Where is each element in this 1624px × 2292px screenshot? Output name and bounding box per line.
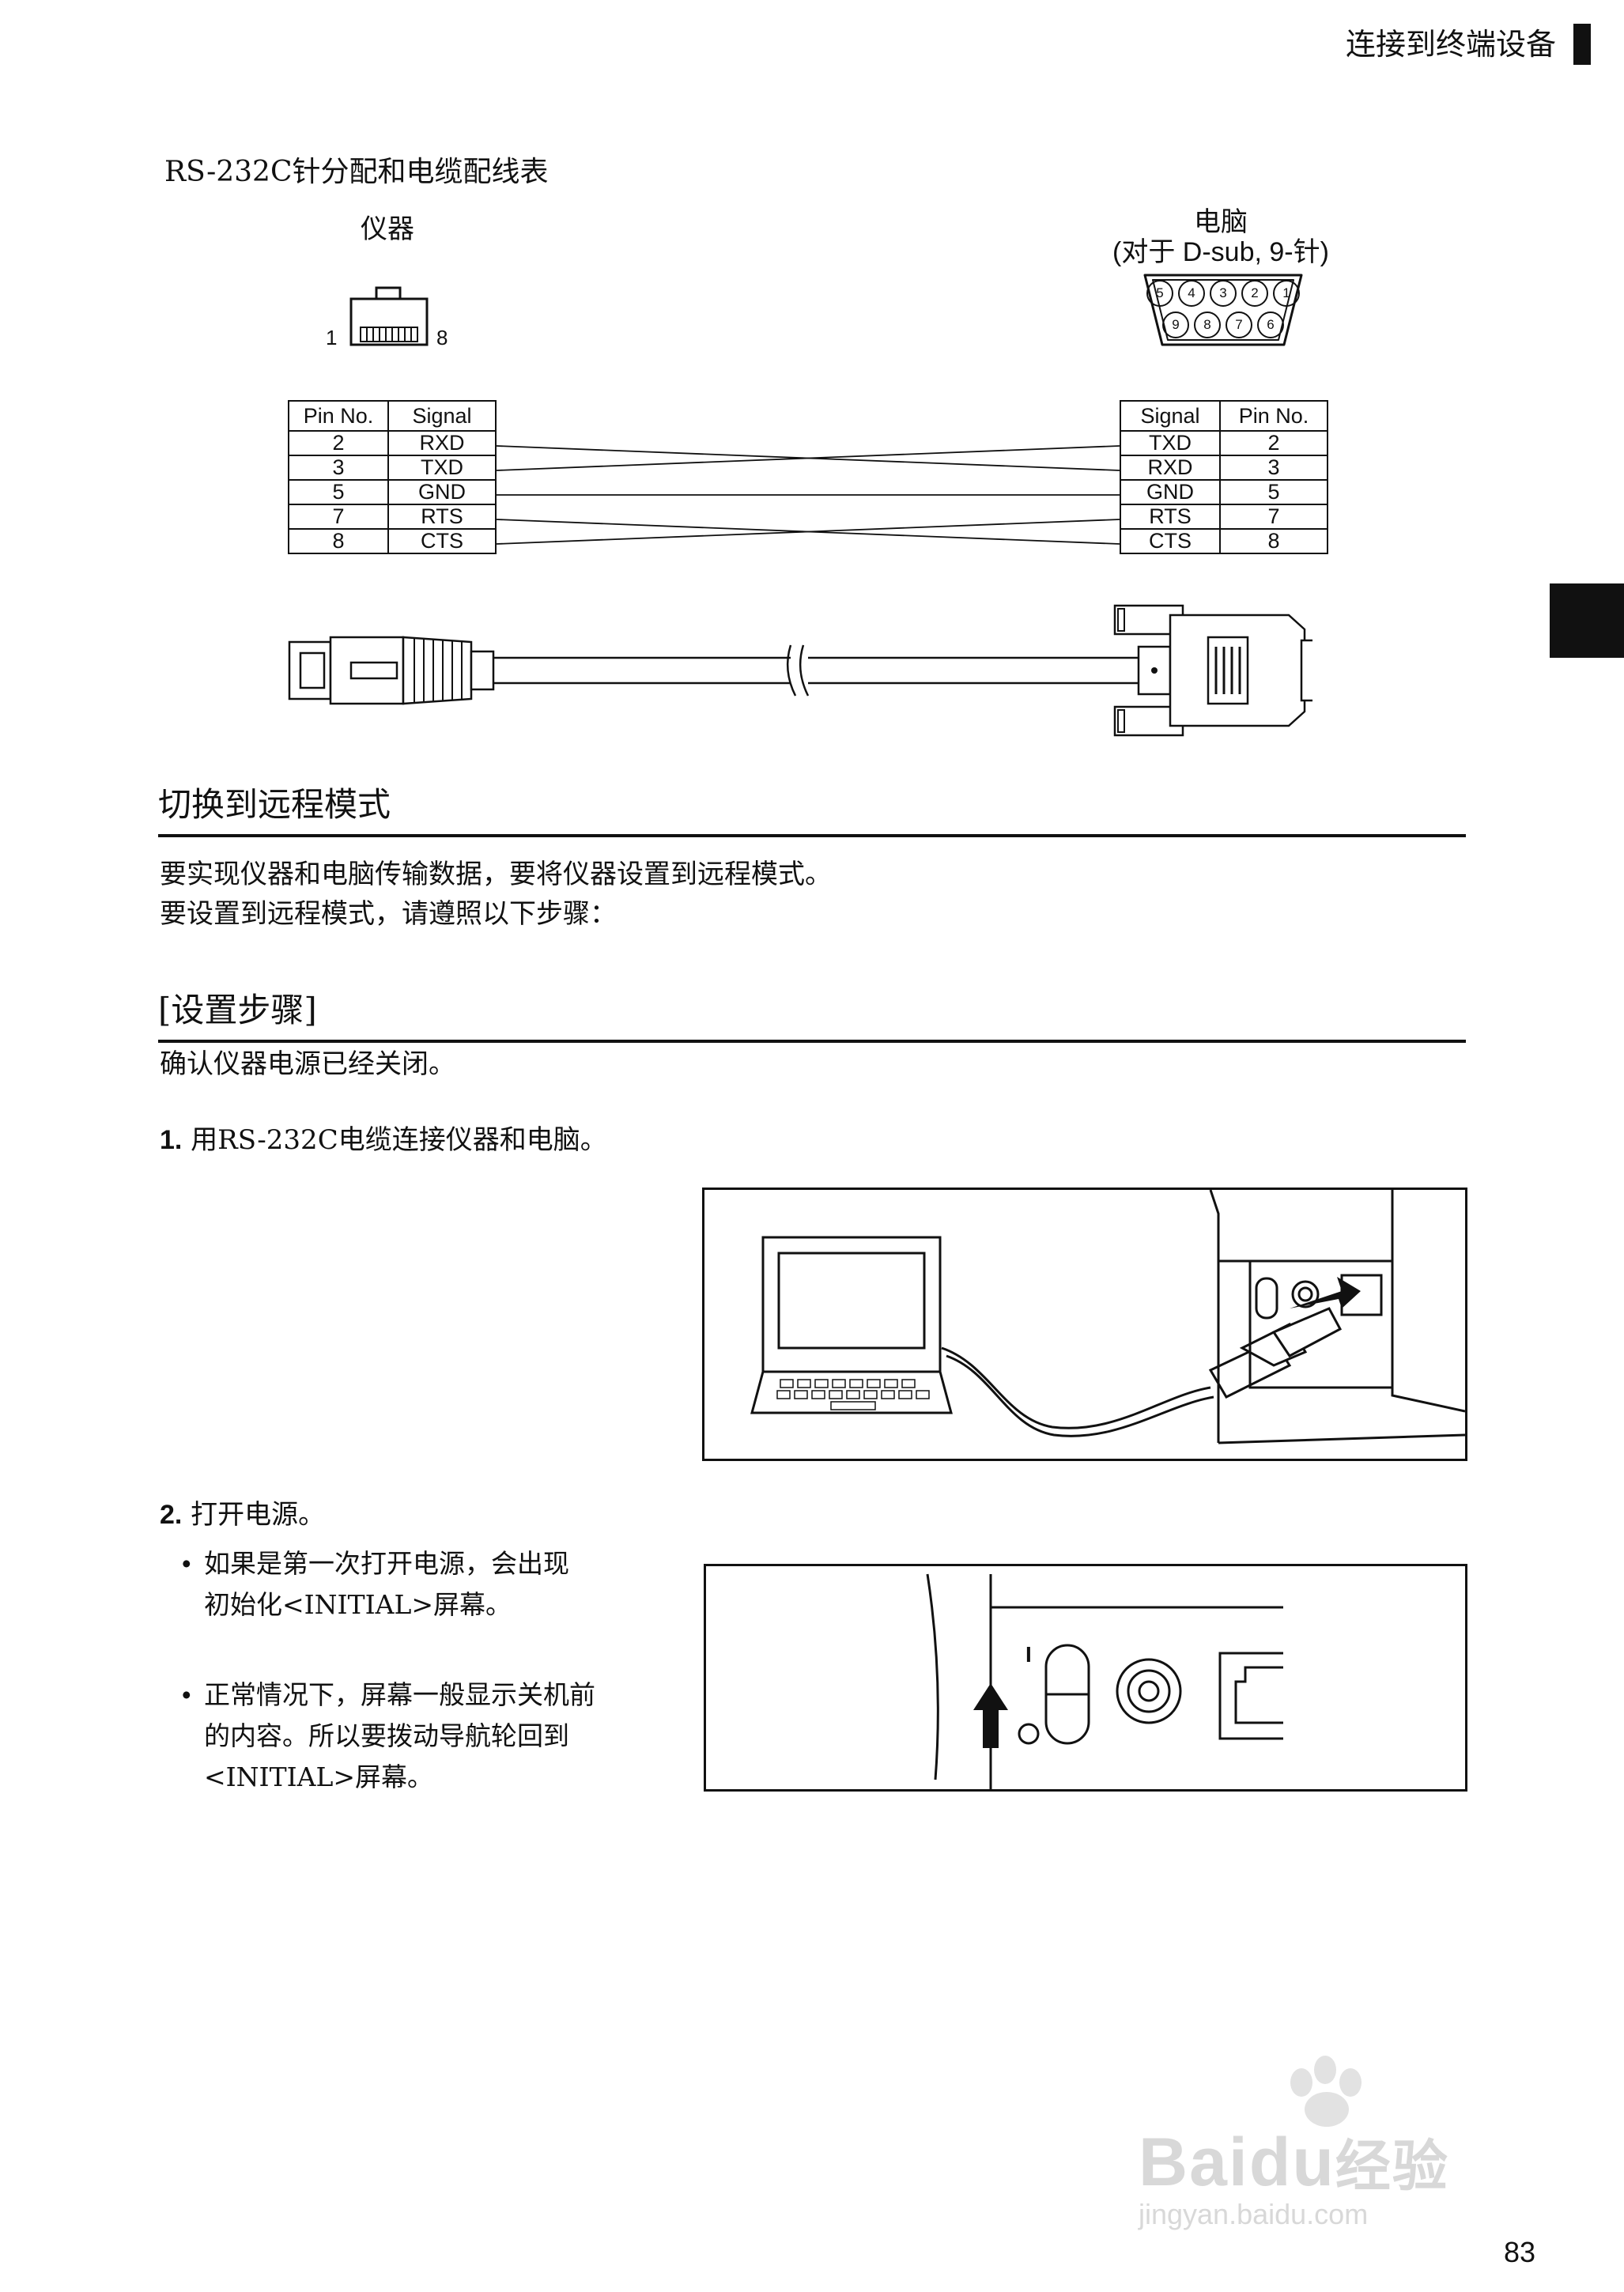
rj-connector-icon xyxy=(349,286,429,346)
dsub-pin: 7 xyxy=(1226,312,1252,338)
watermark-brand-right: du xyxy=(1248,2124,1335,2200)
signal-cell: TXD xyxy=(1120,430,1221,456)
pin-cell: 5 xyxy=(288,479,389,505)
pin-cell: 5 xyxy=(1219,479,1328,505)
header-signal: Signal xyxy=(1120,400,1221,432)
remote-mode-line2: 要设置到远程模式，请遵照以下步骤： xyxy=(160,898,617,930)
dsub-pin: 3 xyxy=(1210,280,1237,307)
pc-label-sub: (对于 D-sub, 9-针) xyxy=(1112,237,1329,267)
remote-mode-line1: 要实现仪器和电脑传输数据，要将仪器设置到远程模式。 xyxy=(160,859,832,890)
signal-cell: RXD xyxy=(1120,455,1221,481)
step-2-number: 2. xyxy=(160,1500,183,1530)
section-title-setup-steps: [设置步骤] xyxy=(158,984,1466,1043)
header-signal: Signal xyxy=(387,400,497,432)
pin-cell: 3 xyxy=(1219,455,1328,481)
pin-cell: 7 xyxy=(288,504,389,530)
running-header: 连接到终端设备 xyxy=(1346,24,1591,65)
bullet2-line1: 正常情况下，屏幕一般显示关机前 xyxy=(204,1679,595,1710)
dsub-pin: 5 xyxy=(1146,280,1173,307)
header-pin-no: Pin No. xyxy=(1219,400,1328,432)
signal-cell: RXD xyxy=(387,430,497,456)
watermark-brand-left: Bai xyxy=(1139,2124,1249,2200)
chapter-thumb-tab xyxy=(1550,583,1624,658)
dsub-connector-icon: 5 4 3 2 1 9 8 7 6 xyxy=(1140,270,1306,349)
paw-icon xyxy=(1290,2056,1362,2127)
figure-title: RS-232C针分配和电缆配线表 xyxy=(164,156,549,188)
bullet-dot-icon: • xyxy=(182,1680,191,1709)
wire-cts-rts xyxy=(497,519,1120,545)
pin-cell: 7 xyxy=(1219,504,1328,530)
pin-cell: 8 xyxy=(288,528,389,554)
dsub-pin: 2 xyxy=(1241,280,1268,307)
signal-cell: RTS xyxy=(1120,504,1221,530)
signal-cell: RTS xyxy=(387,504,497,530)
dsub-pin: 1 xyxy=(1273,280,1300,307)
rj-pin-right-label: 8 xyxy=(436,326,448,349)
dsub-pin: 8 xyxy=(1194,312,1221,338)
dsub-pin: 9 xyxy=(1162,312,1189,338)
pin-cell: 8 xyxy=(1219,528,1328,554)
bullet2-line2: 的内容。所以要拨动导航轮回到 xyxy=(204,1720,569,1751)
page-number: 83 xyxy=(1503,2236,1535,2268)
watermark-brand: Baidu经验 xyxy=(1139,2122,1449,2202)
dsub-pin: 6 xyxy=(1257,312,1284,338)
bullet-dot-icon: • xyxy=(182,1549,191,1578)
dsub-pin: 4 xyxy=(1178,280,1205,307)
step-1-number: 1. xyxy=(160,1125,183,1155)
step-2: 2. 打开电源。 xyxy=(160,1494,325,1535)
header-pin-no: Pin No. xyxy=(288,400,389,432)
device-label: 仪器 xyxy=(361,213,414,245)
power-switch-illustration: I xyxy=(704,1564,1467,1792)
rj-pin-left-label: 1 xyxy=(326,326,338,349)
steps-intro: 确认仪器电源已经关闭。 xyxy=(160,1048,455,1080)
signal-cell: GND xyxy=(1120,479,1221,505)
signal-cell: TXD xyxy=(387,455,497,481)
bullet1-line1: 如果是第一次打开电源，会出现 xyxy=(204,1548,569,1579)
dsub-top-pins: 5 4 3 2 1 xyxy=(1140,280,1306,307)
dsub-bottom-pins: 9 8 7 6 xyxy=(1140,312,1306,338)
power-on-mark: I xyxy=(1025,1642,1032,1667)
pin-cell: 2 xyxy=(1219,430,1328,456)
pin-cell: 3 xyxy=(288,455,389,481)
bullet-initial-screen: • 如果是第一次打开电源，会出现 初始化<INITIAL>屏幕。 xyxy=(182,1543,663,1626)
wiring-lines xyxy=(497,445,1120,545)
signal-cell: GND xyxy=(387,479,497,505)
bullet-previous-screen: • 正常情况下，屏幕一般显示关机前 的内容。所以要拨动导航轮回到 <INITIA… xyxy=(182,1675,663,1798)
pc-label: 电脑 (对于 D-sub, 9-针) xyxy=(1104,207,1338,267)
baidu-watermark: Baidu经验 jingyan.baidu.com xyxy=(1139,2056,1550,2230)
step-1-text: 用RS-232C电缆连接仪器和电脑。 xyxy=(191,1124,607,1156)
pin-cell: 2 xyxy=(288,430,389,456)
signal-cell: CTS xyxy=(1120,528,1221,554)
pc-label-main: 电脑 xyxy=(1194,206,1248,238)
connection-illustration xyxy=(702,1188,1467,1461)
wire-txd-rxd xyxy=(497,445,1120,471)
step-2-text: 打开电源。 xyxy=(191,1499,326,1531)
step-1: 1. 用RS-232C电缆连接仪器和电脑。 xyxy=(160,1120,607,1161)
laptop-instrument-drawing xyxy=(750,1189,1466,1444)
watermark-cn: 经验 xyxy=(1335,2134,1449,2199)
power-switch-drawing xyxy=(926,1573,1283,1789)
signal-cell: CTS xyxy=(387,528,497,554)
bullet1-line2: 初始化<INITIAL>屏幕。 xyxy=(204,1589,512,1620)
rs232c-cable-illustration xyxy=(288,604,1312,737)
bullet2-line3: <INITIAL>屏幕。 xyxy=(204,1761,434,1792)
section-title-remote-mode: 切换到远程模式 xyxy=(158,778,1466,837)
watermark-url: jingyan.baidu.com xyxy=(1139,2198,1369,2230)
